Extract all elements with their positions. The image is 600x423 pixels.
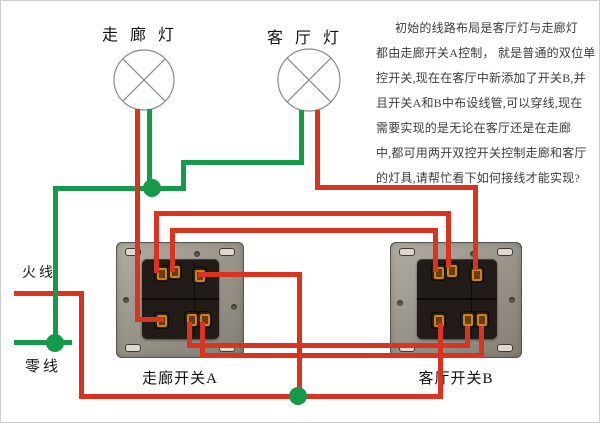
screw-slot [219,248,235,256]
live-wire-stub [14,291,84,296]
lamp1-live-lead [135,109,140,322]
lamp2-live-lead [315,110,320,190]
junction-dot [143,179,161,197]
wire-to-switch-b-terminal [473,185,478,270]
live-branch-segment [297,272,302,396]
bottom-link-wire-2 [200,353,484,358]
lamp1-neutral-lead [147,109,152,191]
junction-dot [289,387,307,405]
screw-slot [399,248,415,256]
screw-slot [497,248,513,256]
live-wire-segment [79,291,84,399]
description-line: 且开关A和B中布设线管,可以穿线,现在 [376,96,583,110]
description-text: 初始的线路布局是客厅灯与走廊灯 都由走廊开关A控制， 就是普通的双位单 控开关,… [376,16,596,191]
livingroom-lamp-label: 客厅灯 [266,30,351,47]
description-line: 初始的线路布局是客厅灯与走廊灯 [395,21,579,35]
bottom-link-wire-2 [200,322,205,358]
mounting-hole [123,297,129,303]
live-branch-segment [198,272,302,277]
corridor-lamp-icon [113,49,175,111]
switch-b-label: 客厅开关B [418,371,494,387]
bottom-link-wire-1 [465,326,470,348]
switch-a-label: 走廊开关A [142,371,218,387]
neutral-wire-segment [181,160,186,191]
lamp2-neutral-lead [299,110,304,165]
description-line: 需要实现的是无论在客厅还是在走廊 [376,121,572,135]
mounting-hole [194,251,200,257]
terminal [445,263,458,278]
lamp2-live-segment [315,185,478,190]
neutral-wire-vertical [53,186,58,348]
live-wire-label: 火线 [22,266,56,281]
live-wire-bottom-segment [79,394,443,399]
bottom-link-wire-1 [187,343,470,348]
terminal [461,312,474,327]
traveler-wire-1 [154,211,159,273]
mounting-hole [397,300,403,306]
switch-b-panel [390,242,522,358]
screw-slot [125,344,141,352]
junction-dot [46,334,64,352]
description-line: 都由走廊开关A控制， 就是普通的双位单 [376,46,596,60]
neutral-wire-segment [181,160,304,165]
description-line: 的灯具,请帮忙看下如何接线才能实现? [376,171,580,185]
traveler-wire-2 [170,228,438,233]
mounting-hole [509,297,515,303]
traveler-wire-1 [446,211,451,268]
terminal [475,312,488,327]
traveler-wire-2 [433,228,438,272]
mounting-hole [231,304,237,310]
corridor-lamp-label: 走廊灯 [101,27,186,44]
screw-slot [125,248,141,256]
live-wire-to-switch-b [438,323,443,399]
neutral-wire-segment [53,186,186,191]
lamp1-live-lead [135,317,164,322]
traveler-wire-2 [170,228,175,272]
screw-slot [497,344,513,352]
description-line: 中,都可用两开双控开关控制走廊和客厅 [376,146,587,160]
neutral-wire-stub [14,340,72,345]
livingroom-lamp-icon [277,48,341,112]
traveler-wire-1 [154,211,451,216]
description-line: 控开关,现在在客厅中新添加了开关B,并 [376,71,586,85]
screw-slot [399,344,415,352]
bottom-link-wire-1 [187,322,192,348]
screw-slot [219,344,235,352]
neutral-wire-label: 零线 [25,359,62,375]
bottom-link-wire-2 [479,326,484,358]
